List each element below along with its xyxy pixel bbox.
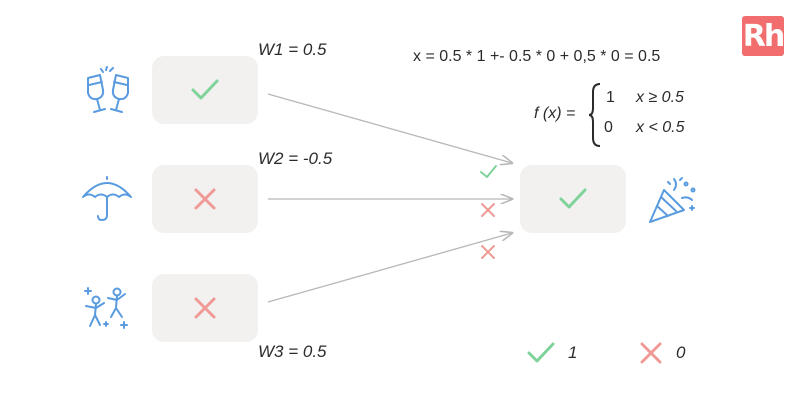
mini-cross-icon — [481, 203, 495, 217]
arrow-3 — [267, 233, 512, 303]
legend-cross-label: 0 — [676, 343, 686, 362]
cross-icon — [194, 188, 216, 210]
check-icon — [191, 79, 219, 100]
input-box-3 — [152, 274, 258, 342]
weight-w2: W2 = -0.5 — [258, 149, 333, 168]
weight-w3: W3 = 0.5 — [258, 342, 327, 361]
legend-cross-icon — [640, 342, 662, 364]
mini-cross-icon — [481, 245, 495, 259]
case-0-value: 0 — [604, 119, 613, 136]
arrow-1 — [267, 93, 512, 163]
party-popper-icon — [649, 177, 696, 223]
output-box — [520, 165, 626, 233]
legend-check-label: 1 — [568, 343, 578, 362]
check-icon — [559, 188, 587, 209]
cross-icon — [194, 297, 216, 319]
sum-formula: x = 0.5 * 1 +- 0.5 * 0 + 0,5 * 0 = 0.5 — [413, 48, 661, 65]
case-0-condition: x < 0.5 — [636, 119, 685, 136]
toast-glasses-icon — [87, 66, 129, 113]
legend-check-icon — [527, 342, 555, 363]
weight-w1: W1 = 0.5 — [258, 40, 327, 59]
case-1-condition: x ≥ 0.5 — [636, 89, 684, 106]
case-1-value: 1 — [606, 89, 615, 106]
umbrella-icon — [82, 176, 132, 221]
curly-brace — [588, 83, 601, 147]
input-box-1 — [152, 56, 258, 124]
brand-logo: Rh — [742, 16, 785, 56]
input-box-2 — [152, 165, 258, 233]
dancing-people-icon — [84, 287, 128, 329]
mini-check-icon — [480, 165, 497, 178]
function-label: f (x) = — [534, 105, 576, 122]
